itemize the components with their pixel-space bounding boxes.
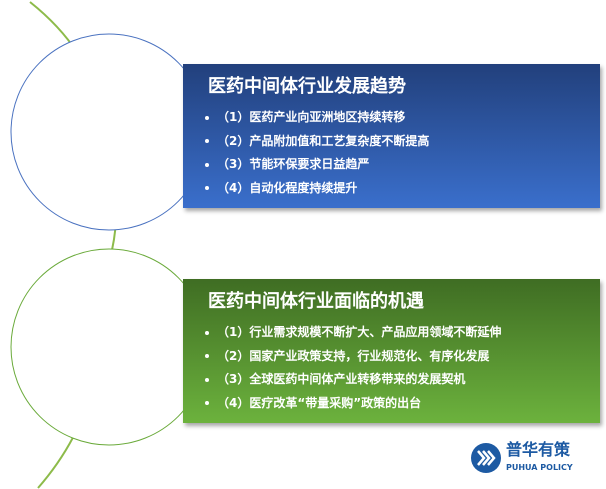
bullet-icon <box>205 162 209 167</box>
watermark-name: 普华有策 <box>506 440 571 459</box>
panel-title: 医药中间体行业发展趋势 <box>208 76 406 97</box>
list-item: （1）医药产业向亚洲地区持续转移 <box>205 106 429 130</box>
logo-icon <box>471 443 501 473</box>
bullet-icon <box>205 330 209 335</box>
circle-bottom <box>10 248 208 446</box>
list-item: （4）医疗改革“带量采购”政策的出台 <box>205 392 501 416</box>
circle-top <box>10 33 208 231</box>
watermark-logo: 普华有策 PUHUA POLICY <box>470 440 590 480</box>
bullet-icon <box>205 401 209 405</box>
watermark-subtitle: PUHUA POLICY <box>506 463 573 472</box>
bullet-icon <box>205 115 209 120</box>
panel-title: 医药中间体行业面临的机遇 <box>208 291 424 312</box>
list-item: （1）行业需求规模不断扩大、产品应用领域不断延伸 <box>205 321 501 345</box>
opportunities-panel: 医药中间体行业面临的机遇 （1）行业需求规模不断扩大、产品应用领域不断延伸 （2… <box>183 279 600 423</box>
bullet-icon <box>205 139 209 143</box>
bullet-icon <box>205 186 209 190</box>
trend-list: （1）医药产业向亚洲地区持续转移 （2）产品附加值和工艺复杂度不断提高 （3）节… <box>205 106 429 200</box>
trends-panel: 医药中间体行业发展趋势 （1）医药产业向亚洲地区持续转移 （2）产品附加值和工艺… <box>183 64 600 208</box>
list-item: （3）节能环保要求日益趋严 <box>205 153 429 177</box>
list-item: （3）全球医药中间体产业转移带来的发展契机 <box>205 368 501 392</box>
bullet-icon <box>205 354 209 358</box>
opportunity-list: （1）行业需求规模不断扩大、产品应用领域不断延伸 （2）国家产业政策支持，行业规… <box>205 321 501 415</box>
list-item: （2）国家产业政策支持，行业规范化、有序化发展 <box>205 345 501 369</box>
list-item: （2）产品附加值和工艺复杂度不断提高 <box>205 130 429 154</box>
bullet-icon <box>205 377 209 382</box>
list-item: （4）自动化程度持续提升 <box>205 177 429 201</box>
